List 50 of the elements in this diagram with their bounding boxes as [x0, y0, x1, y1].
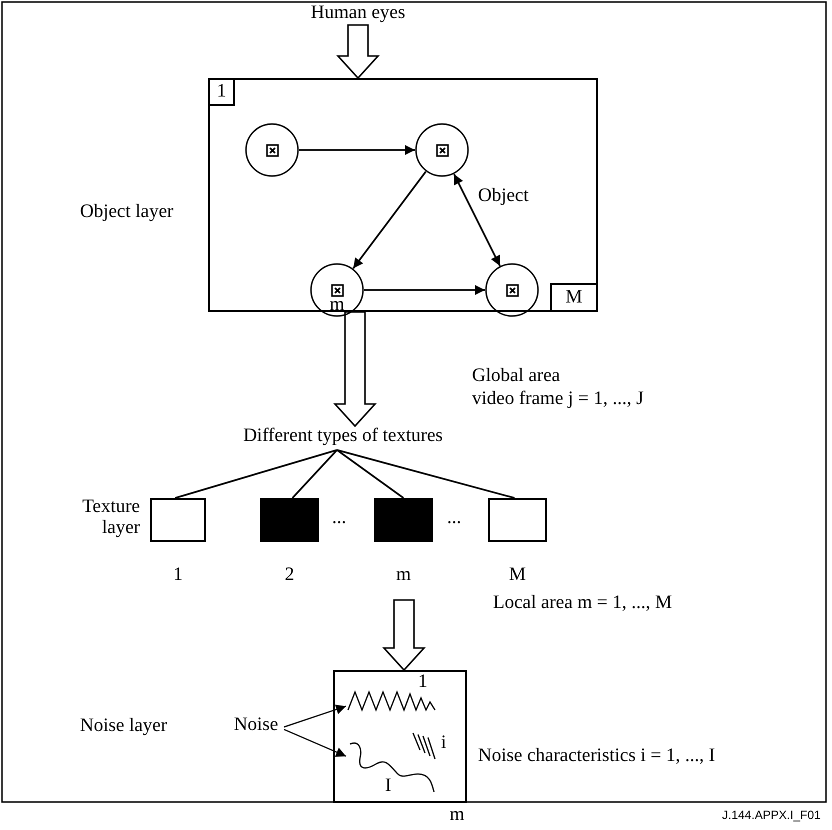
- node-text: m: [330, 295, 344, 314]
- index-box: [550, 283, 598, 312]
- object-circle: [415, 123, 469, 177]
- arrow: [299, 145, 415, 155]
- block-arrow: [382, 599, 426, 672]
- noise-panel: [333, 670, 467, 803]
- index-label: m: [448, 805, 466, 826]
- connector-line: [174, 449, 338, 499]
- connector-line: [336, 449, 404, 499]
- area-label: video frame j = 1, ..., J: [472, 389, 644, 410]
- index-label: 1: [418, 672, 428, 693]
- index-label: m: [395, 565, 412, 586]
- texture-block: [488, 498, 547, 542]
- edge-label: Object: [478, 186, 529, 207]
- connector-line: [292, 449, 338, 499]
- ellipsis: ...: [447, 508, 462, 529]
- block-arrow: [336, 24, 380, 80]
- node-text: Human eyes: [310, 3, 406, 24]
- object-circle: [245, 123, 299, 177]
- node-text: Different types of textures: [242, 426, 444, 447]
- node-text: 1: [216, 82, 226, 102]
- object-circle: [310, 263, 364, 317]
- layer-label: Texture layer: [81, 497, 140, 539]
- texture-block: [374, 498, 433, 542]
- index-box: [208, 78, 235, 106]
- index-label: I: [385, 776, 392, 797]
- texture-block: [150, 498, 206, 542]
- index-label: M: [508, 565, 527, 586]
- node-text: M: [566, 287, 582, 308]
- arrow: [284, 728, 346, 757]
- double-headed-arrow: [453, 174, 501, 266]
- area-label: Local area m = 1, ..., M: [493, 593, 672, 614]
- index-label: 2: [284, 565, 296, 586]
- area-label: Global area: [472, 366, 560, 387]
- arrow: [284, 704, 346, 728]
- layer-label: Object layer: [80, 202, 174, 223]
- block-arrow: [333, 311, 377, 428]
- object-circle: [485, 263, 539, 317]
- arrow: [352, 171, 427, 269]
- noise-characteristics-label: Noise characteristics i = 1, ..., I: [478, 746, 716, 767]
- arrow: [364, 285, 485, 295]
- texture-block: [260, 498, 319, 542]
- zigzag-line-drawing: [346, 688, 438, 714]
- index-label: 1: [172, 565, 184, 586]
- node-text: Noise: [232, 715, 280, 736]
- ellipsis: ...: [332, 508, 346, 529]
- index-label: i: [441, 733, 446, 754]
- layer-label: Noise layer: [80, 716, 168, 737]
- connector-line: [336, 449, 515, 499]
- figure-id: J.144.APPX.I_F01: [722, 809, 821, 822]
